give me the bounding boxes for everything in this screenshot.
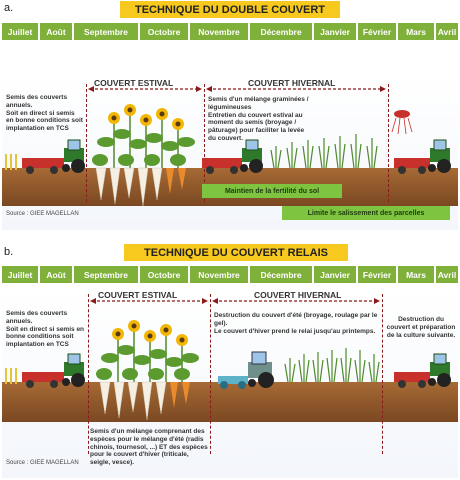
mix-description: Semis d'un mélange comprenant des espèce… — [90, 428, 208, 467]
month-mars: Mars — [398, 266, 434, 283]
month-aout: Août — [40, 266, 72, 283]
divider-dash — [388, 84, 389, 202]
benefit-fertility: Maintien de la fertilité du sol — [202, 184, 342, 198]
roller-tractor — [218, 351, 274, 389]
winter-cover — [284, 348, 380, 383]
summer-cover — [96, 320, 199, 421]
sprayer-icon — [391, 110, 413, 135]
month-aout: Août — [40, 23, 72, 40]
panel-a-scene: COUVERT ESTIVAL COUVERT HIVERNAL Semis d… — [2, 76, 458, 230]
divider-dash — [382, 294, 383, 454]
summer-cover — [92, 104, 195, 207]
panel-a-label: a. — [4, 2, 14, 14]
month-decembre: Décembre — [250, 266, 312, 283]
month-juillet: Juillet — [2, 266, 38, 283]
benefit-weeds: Limite le salissement des parcelles — [282, 206, 450, 220]
summer-cover-label: COUVERT ESTIVAL — [94, 78, 174, 88]
month-fevrier: Février — [358, 266, 396, 283]
sowing-description: Semis des couverts annuels. Soit en dire… — [6, 310, 85, 349]
panel-a-months: Juillet Août Septembre Octobre Novembre … — [2, 23, 458, 40]
tractor-seeder-right — [394, 353, 451, 388]
month-septembre: Septembre — [74, 266, 138, 283]
tractor-seeder-left — [22, 353, 85, 388]
month-novembre: Novembre — [190, 266, 248, 283]
month-avril: Avril — [436, 266, 458, 283]
month-juillet: Juillet — [2, 23, 38, 40]
month-octobre: Octobre — [140, 23, 188, 40]
source-note: Source : GIEE MAGELLAN — [6, 460, 79, 466]
destruction-description: Destruction du couvert et préparation de… — [386, 316, 456, 339]
winter-cover-label: COUVERT HIVERNAL — [254, 290, 342, 300]
panel-b-label: b. — [4, 246, 14, 258]
winter-description: Semis d'un mélange graminées / légumineu… — [208, 96, 309, 142]
panel-b-scene: COUVERT ESTIVAL COUVERT HIVERNAL Semis d… — [2, 288, 458, 478]
panel-a-title: TECHNIQUE DU DOUBLE COUVERT — [120, 1, 340, 18]
month-avril: Avril — [436, 23, 458, 40]
month-janvier: Janvier — [314, 23, 356, 40]
tractor-seeder-right — [394, 139, 451, 174]
winter-cover-label: COUVERT HIVERNAL — [248, 78, 336, 88]
month-novembre: Novembre — [190, 23, 248, 40]
divider-dash — [86, 84, 87, 202]
panel-b-title: TECHNIQUE DU COUVERT RELAIS — [124, 244, 348, 261]
month-mars: Mars — [398, 23, 434, 40]
source-note: Source : GIEE MAGELLAN — [6, 211, 79, 217]
panel-b-months: Juillet Août Septembre Octobre Novembre … — [2, 266, 458, 283]
month-octobre: Octobre — [140, 266, 188, 283]
sowing-description: Semis des couverts annuels. Soit en dire… — [6, 94, 83, 133]
month-septembre: Septembre — [74, 23, 138, 40]
divider-dash — [88, 294, 89, 454]
month-decembre: Décembre — [250, 23, 312, 40]
month-fevrier: Février — [358, 23, 396, 40]
panel-a-illustration — [5, 86, 451, 207]
divider-dash — [204, 84, 205, 202]
winter-description: Destruction du couvert d'été (broyage, r… — [214, 312, 378, 335]
winter-cover — [270, 134, 378, 169]
month-janvier: Janvier — [314, 266, 356, 283]
panel-b-illustration — [5, 298, 451, 421]
summer-cover-label: COUVERT ESTIVAL — [98, 290, 178, 300]
divider-dash — [210, 294, 211, 454]
tractor-seeder-middle — [202, 139, 263, 174]
tractor-seeder-left — [22, 139, 85, 174]
